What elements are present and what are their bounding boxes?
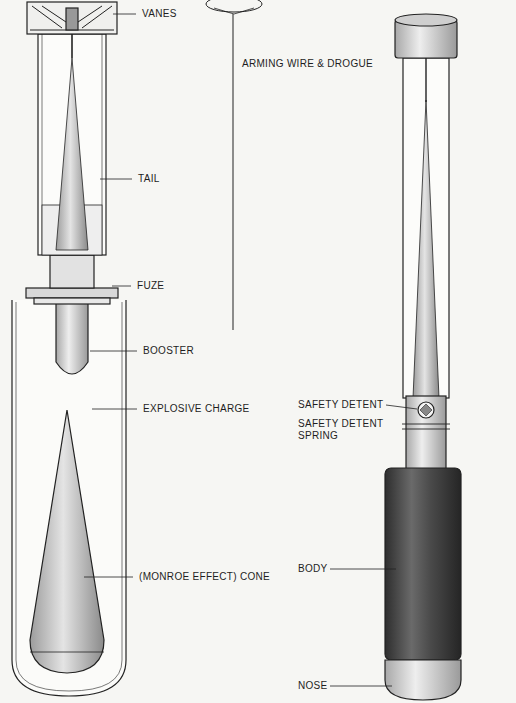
safety-detent bbox=[418, 402, 434, 418]
leader-lines bbox=[84, 14, 417, 686]
part-label: ARMING WIRE & DROGUE bbox=[240, 58, 375, 70]
body bbox=[385, 468, 461, 660]
fuze-flange bbox=[26, 288, 118, 298]
exterior-view bbox=[385, 14, 461, 700]
part-label: SAFETY DETENT SPRING bbox=[296, 418, 400, 442]
part-label: TAIL bbox=[136, 173, 162, 185]
part-label: NOSE bbox=[296, 680, 330, 692]
vane-cap-top bbox=[395, 14, 457, 26]
tail-cone bbox=[56, 58, 88, 250]
safety-detent bbox=[420, 404, 432, 416]
part-label: FUZE bbox=[135, 280, 166, 292]
booster bbox=[56, 300, 88, 374]
tail-tube bbox=[38, 34, 106, 255]
tail-cone bbox=[413, 100, 439, 398]
fuze-housing bbox=[406, 396, 446, 470]
detent-spring bbox=[402, 424, 450, 429]
vanes bbox=[30, 6, 114, 30]
arming-shaft bbox=[425, 58, 426, 102]
part-label: BODY bbox=[296, 563, 330, 575]
part-label: (MONROE EFFECT) CONE bbox=[137, 571, 272, 583]
fuze-flange-lower bbox=[34, 298, 110, 304]
body-shell bbox=[12, 300, 126, 696]
part-label: SAFETY DETENT bbox=[296, 399, 385, 411]
cone-base bbox=[30, 652, 104, 653]
shaped-charge-cone bbox=[30, 410, 104, 673]
vane-housing bbox=[27, 2, 117, 34]
part-label: VANES bbox=[140, 8, 179, 20]
cutaway-view bbox=[12, 2, 126, 696]
part-label: EXPLOSIVE CHARGE bbox=[141, 403, 252, 415]
arming-wire bbox=[206, 0, 262, 330]
fuze-body bbox=[50, 255, 94, 288]
nose bbox=[385, 660, 461, 700]
vane-hub bbox=[66, 8, 78, 30]
tail-tube bbox=[403, 58, 449, 398]
part-label: BOOSTER bbox=[141, 345, 196, 357]
